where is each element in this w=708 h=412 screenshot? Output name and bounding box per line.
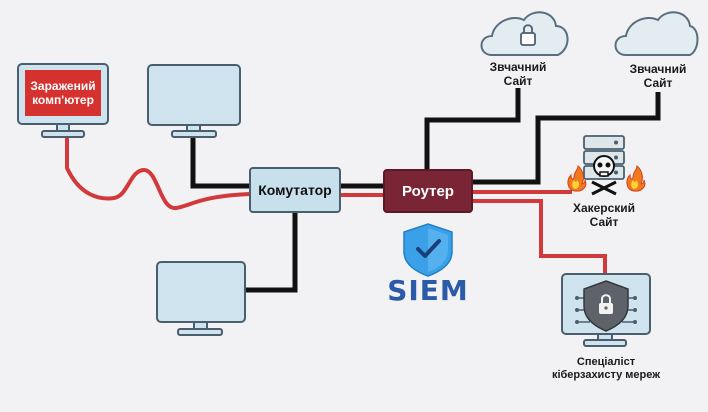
computer-bottom: [156, 261, 246, 336]
link-router-site1: [424, 88, 521, 172]
infected-computer: [17, 63, 109, 138]
switch-label: Комутатор: [258, 182, 332, 198]
infected-pc-label: Заражений комп'ютер: [30, 79, 96, 107]
hacker-site-line2: Сайт: [589, 215, 619, 229]
link-infected-switch: [65, 136, 251, 210]
router-box: [383, 169, 473, 213]
normal-site-1-line1: Звчачний: [489, 60, 547, 74]
link-pc1-switch: [190, 133, 250, 189]
computer-top: [147, 64, 241, 138]
skull-icon: [591, 155, 617, 196]
link-router-site2: [472, 92, 661, 185]
switch-box: [249, 167, 341, 213]
normal-site-2-line2: Сайт: [643, 76, 673, 90]
cloud-icon: [614, 11, 699, 56]
router-label: Роутер: [402, 182, 454, 200]
hacker-site-label: Хакерский Сайт: [558, 201, 650, 229]
siem-label: SIEM: [387, 274, 469, 307]
normal-site-2-label: Звчачний Сайт: [612, 62, 704, 90]
link-switch-pc3: [245, 212, 298, 293]
shield-lock-icon: [583, 280, 629, 332]
hacker-site-line1: Хакерский: [572, 201, 636, 215]
link-router-specialist: [472, 199, 607, 276]
fire-icon: [567, 164, 587, 192]
specialist-label: Спеціаліст кіберзахисту мереж: [536, 356, 676, 382]
fire-icon: [626, 164, 646, 192]
specialist-line2: кіберзахисту мереж: [551, 369, 661, 381]
normal-site-1-line2: Сайт: [503, 74, 533, 88]
specialist-line1: Спеціаліст: [576, 356, 636, 368]
lock-icon: [520, 24, 536, 46]
normal-site-2-line1: Звчачний: [629, 62, 687, 76]
normal-site-1-label: Звчачний Сайт: [472, 60, 564, 88]
shield-check-icon: [403, 223, 453, 277]
